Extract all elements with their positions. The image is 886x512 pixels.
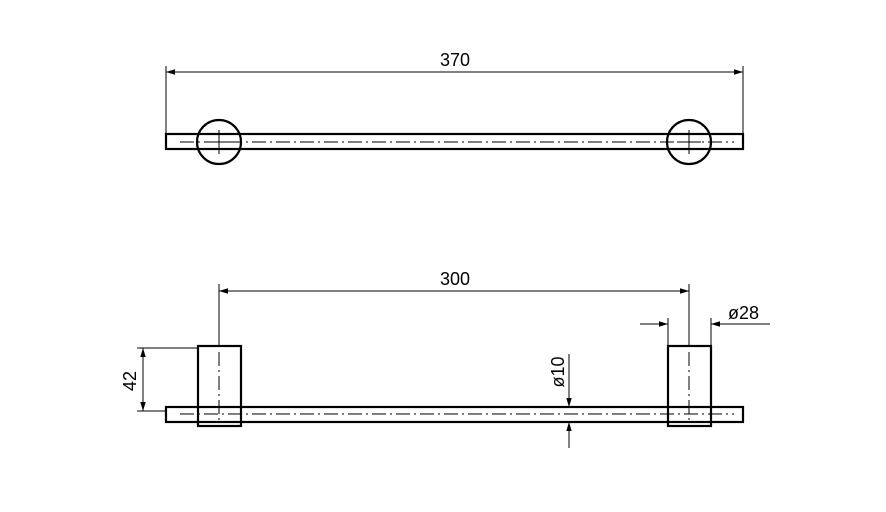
- center-distance-label: 300: [440, 269, 470, 289]
- overall-length-label: 370: [440, 50, 470, 70]
- bracket-diameter-label: ø28: [728, 303, 759, 323]
- left-bracket: [196, 344, 243, 428]
- top-view: 370: [164, 50, 745, 166]
- right-bracket: [666, 344, 713, 428]
- front-view: 300 ø28 ø10 42: [120, 269, 770, 448]
- bar-diameter-label: ø10: [548, 356, 568, 387]
- top-bar: [164, 132, 745, 151]
- bracket-height-label: 42: [120, 371, 140, 391]
- top-left-mount-circle: [195, 118, 243, 166]
- top-right-mount-circle: [665, 118, 713, 166]
- front-bar: [164, 405, 745, 424]
